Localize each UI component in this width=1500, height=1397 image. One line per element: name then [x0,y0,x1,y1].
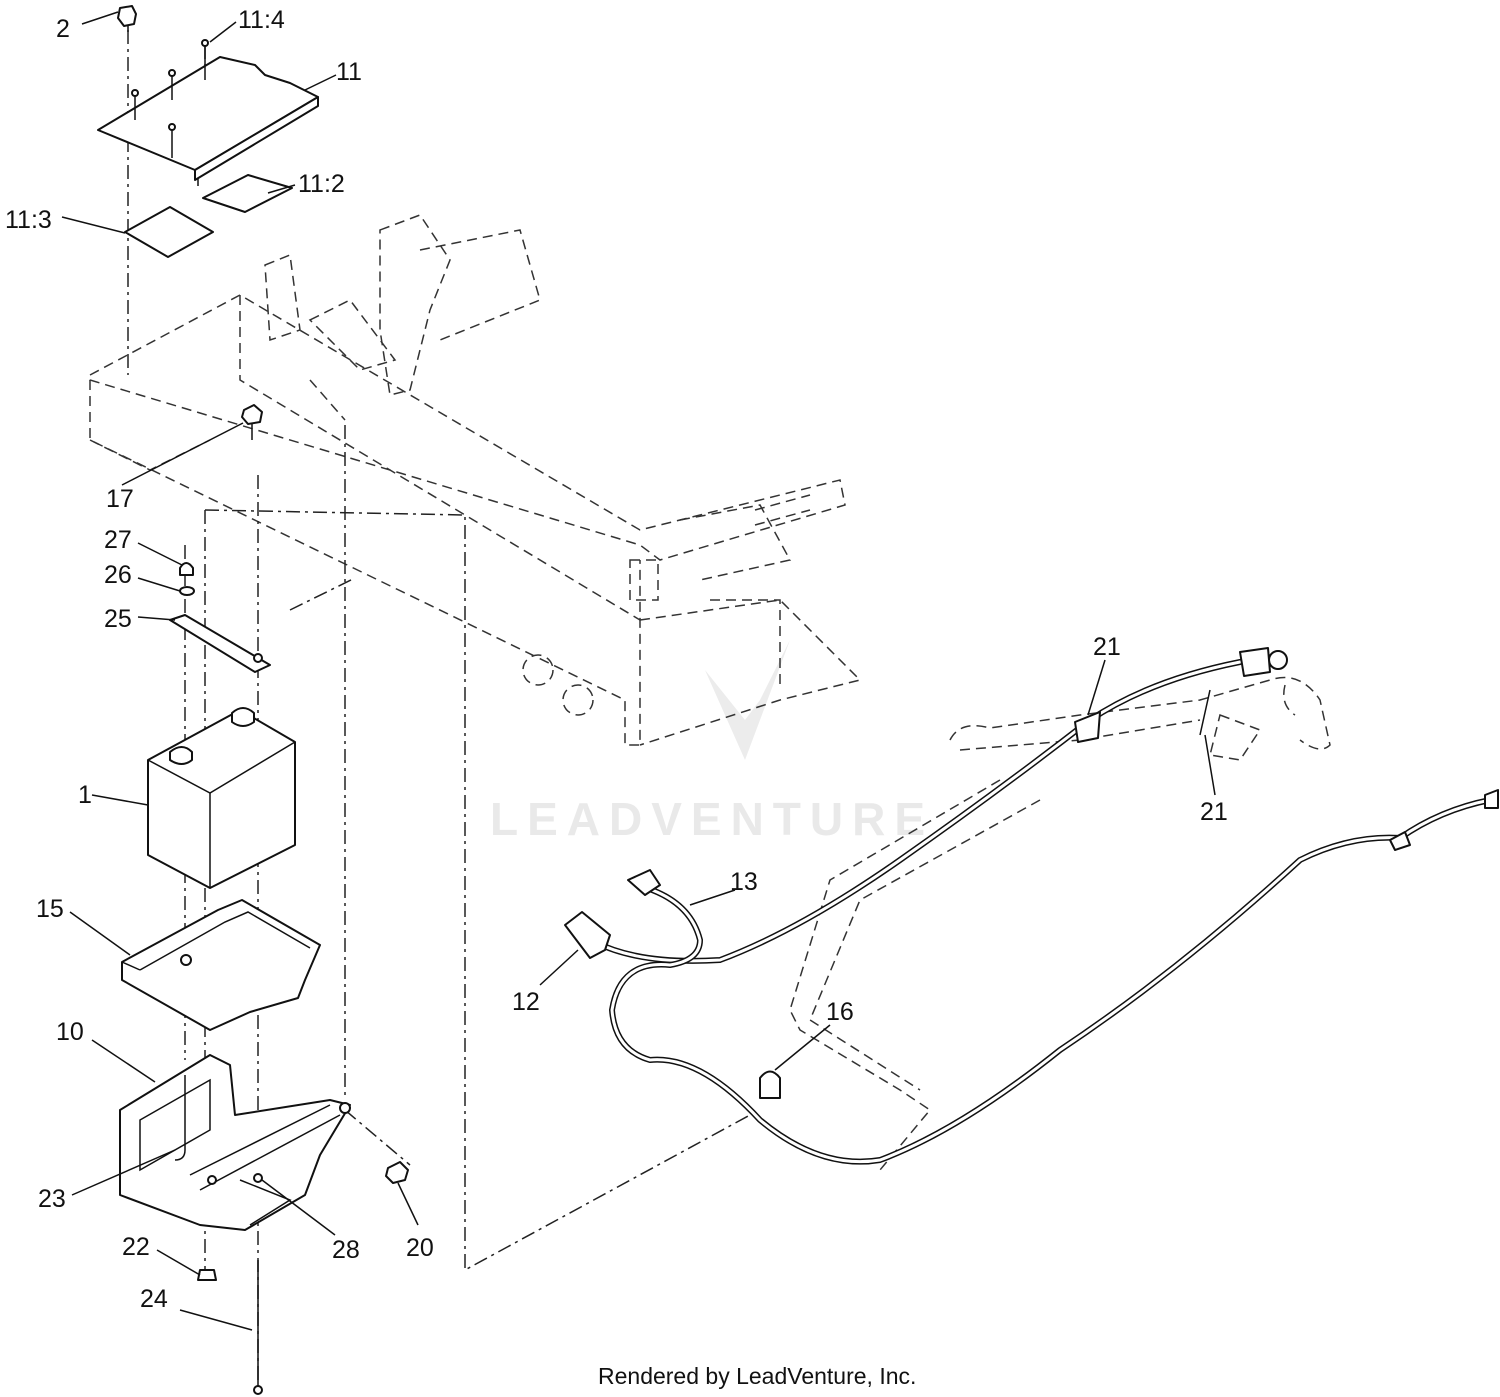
lower-hardware [197,1161,409,1395]
screw-set [131,39,209,158]
callout-11-4: 11:4 [238,6,285,34]
callout-11-2: 11:2 [298,170,345,198]
callout-15: 15 [36,895,64,923]
battery-bracket [119,1054,351,1231]
callout-23: 23 [38,1185,66,1213]
footer-credit: Rendered by LeadVenture, Inc. [598,1363,916,1389]
top-plate [97,39,319,258]
callout-13: 13 [730,868,758,896]
tube-frame-ghost [789,676,1331,1171]
bolt-part [241,404,263,440]
callout-12: 12 [512,988,540,1016]
battery-tray [121,899,321,1031]
callout-25: 25 [104,605,132,633]
callout-24: 24 [140,1285,168,1313]
connector-part [117,5,137,32]
callout-21-lower: 21 [1200,798,1228,826]
callout-11-3: 11:3 [5,206,52,234]
callout-labels: 2 11:4 11 11:2 11:3 17 27 26 25 1 15 10 … [5,6,1228,1313]
watermark-text: LEADVENTURE [490,793,934,845]
battery-cables [564,647,1499,1165]
callout-1: 1 [78,781,92,809]
battery [147,707,296,889]
callout-16: 16 [826,998,854,1026]
callout-20: 20 [406,1234,434,1262]
callout-28: 28 [332,1236,360,1264]
callout-22: 22 [122,1233,150,1261]
watermark-logo [705,640,790,760]
leader-lines [61,11,1216,1331]
watermark: LEADVENTURE [490,640,934,845]
frame-ghost [89,214,862,746]
callout-2: 2 [56,15,70,43]
callout-17: 17 [106,485,134,513]
callout-10: 10 [56,1018,84,1046]
callout-11: 11 [336,58,362,86]
callout-21-upper: 21 [1093,633,1121,661]
callout-27: 27 [104,526,132,554]
callout-26: 26 [104,561,132,589]
